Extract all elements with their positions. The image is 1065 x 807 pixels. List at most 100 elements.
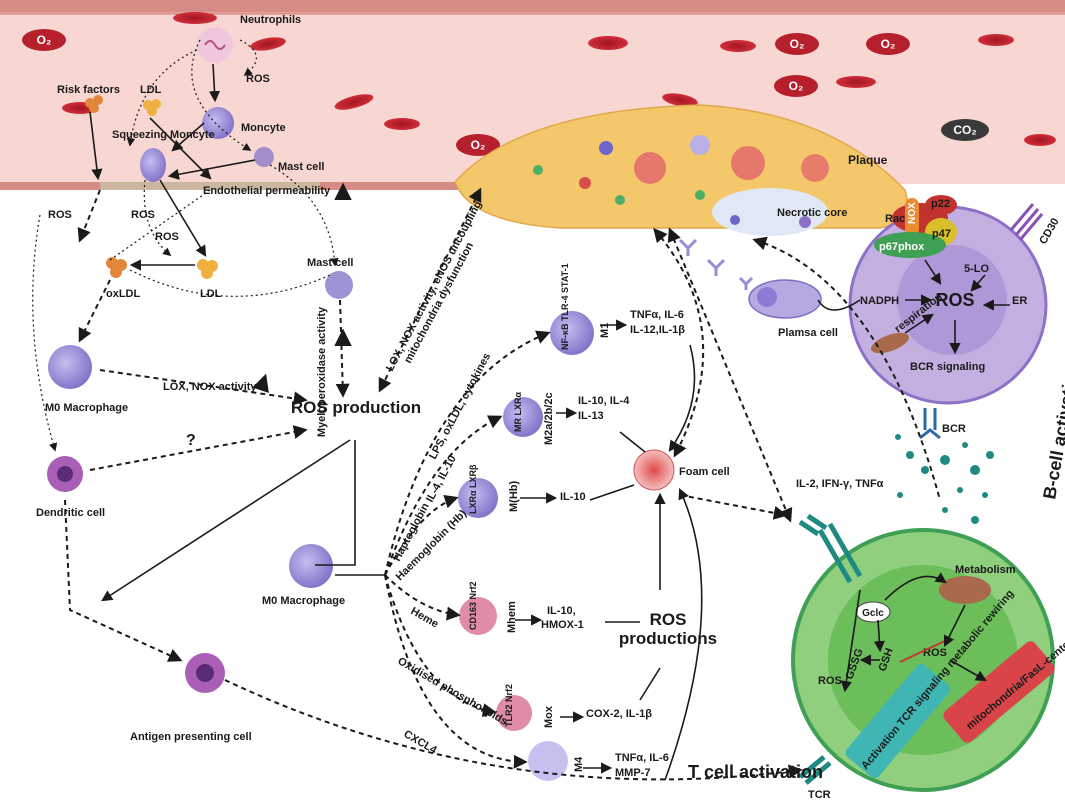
o2-label: O₂ <box>37 33 52 47</box>
antigen-presenting-cell-label: Antigen presenting cell <box>130 731 252 743</box>
o2-badge-2: O₂ <box>775 33 819 55</box>
tcr-receptor-top <box>798 513 863 584</box>
mito-dysfunction-label: mitochondria dysfunction <box>402 240 476 365</box>
ldl-particle: LDL <box>140 84 162 116</box>
ros-productions-line2: productions <box>619 629 717 648</box>
myeloperoxidase-label: Myeloperoxidase activity <box>316 306 328 437</box>
moncyte-cell: Moncyte <box>202 107 286 139</box>
mhb-phenotype: LXRα LXRβ M(Hb) IL-10 <box>458 464 586 518</box>
mhem-output-1: IL-10, <box>547 605 576 617</box>
question-mark: ? <box>186 432 196 449</box>
oxldl-particle: oxLDL <box>106 257 141 300</box>
top-endothelium <box>0 0 1065 12</box>
neutrophil-cell: Neutrophils <box>197 14 301 63</box>
o2-label: O₂ <box>881 37 896 51</box>
dendritic-cell-label: Dendritic cell <box>36 507 105 519</box>
co2-badge: CO₂ <box>941 119 989 141</box>
m2-output-1: IL-10, IL-4 <box>578 395 630 407</box>
o2-badge-4: O₂ <box>774 75 818 97</box>
mhem-markers: CD163 Nrf2 <box>468 581 478 630</box>
dendritic-cell: Dendritic cell <box>36 456 105 519</box>
mhem-label: Mhem <box>506 601 518 633</box>
up-arrow-icon <box>252 373 269 394</box>
nox-complex: NOX p22 Rac p47 p67phox <box>874 195 957 258</box>
ros-label-mid2: ROS <box>155 231 179 243</box>
o2-badge-1: O₂ <box>22 29 66 51</box>
mox-label: Mox <box>543 705 555 728</box>
moncyte-label: Moncyte <box>241 122 286 134</box>
mhb-output: IL-10 <box>560 491 586 503</box>
mox-markers: TLR2 Nrf2 <box>504 684 514 727</box>
stim-heme-label: Heme <box>409 605 441 630</box>
five-lo-label: 5-LO <box>964 263 990 275</box>
m0-macrophage-center: M0 Macrophage <box>262 544 345 607</box>
gclc-node: Gclc <box>855 601 891 623</box>
m0-macrophage-left: M0 Macrophage <box>45 345 128 414</box>
m1-output-2: IL-12,IL-1β <box>630 324 685 336</box>
plaque: Plaque Necrotic core <box>454 104 908 236</box>
neutrophils-label: Neutrophils <box>240 14 301 26</box>
m1-label: M1 <box>599 323 611 338</box>
m0-macrophage-left-label: M0 Macrophage <box>45 402 128 414</box>
mhem-output-2: HMOX-1 <box>541 619 584 631</box>
foam-cell: Foam cell <box>633 449 730 491</box>
stim-oxpl-label: Oxidised phospholipids <box>396 655 510 728</box>
nox-subunit-label: NOX <box>907 202 918 224</box>
m4-phenotype: M4 TNFα, IL-6 MMP-7 <box>528 741 669 781</box>
ldl-label-2: LDL <box>200 288 222 300</box>
m1-output-1: TNFα, IL-6 <box>630 309 684 321</box>
bcr-signaling-label: BCR signaling <box>910 361 985 373</box>
tcell-ros-label-a: ROS <box>923 647 947 659</box>
squeezing-moncyte: Squeezing Moncyte <box>112 129 215 182</box>
ldl-particle-2: LDL <box>197 259 222 300</box>
o2-label: O₂ <box>789 79 804 93</box>
m4-output-1: TNFα, IL-6 <box>615 752 669 764</box>
o2-label: O₂ <box>790 37 805 51</box>
co2-label: CO₂ <box>953 123 976 137</box>
risk-factors-label: Risk factors <box>57 84 120 96</box>
squeezing-moncyte-label: Squeezing Moncyte <box>112 129 215 141</box>
mitochondrion-t: Metabolism <box>939 564 1016 604</box>
cd30-label: CD30 <box>1037 216 1061 246</box>
bottom-endothelium <box>0 182 460 190</box>
bcell-ros-label: ROS <box>935 290 974 310</box>
metabolism-label: Metabolism <box>955 564 1016 576</box>
m2-output-2: IL-13 <box>578 410 604 422</box>
antigen-presenting-cell: Antigen presenting cell <box>130 653 252 743</box>
stim-il4-label: IL-4, IL-10 <box>424 453 459 504</box>
ros-inhibition-line <box>899 639 948 663</box>
endothelial-permeability-label: Endothelial permeability <box>203 185 331 197</box>
er-label: ER <box>1012 295 1027 307</box>
foam-cell-label: Foam cell <box>679 466 730 478</box>
ros-production-label: ROS production <box>291 398 421 417</box>
plasma-cell-label: Plamsa cell <box>778 327 838 339</box>
mast-cell-intima-label: Mast cell <box>307 257 353 269</box>
o2-badge-3: O₂ <box>866 33 910 55</box>
bcr-label: BCR <box>942 423 966 435</box>
plaque-label: Plaque <box>848 153 888 167</box>
ros-label-left: ROS <box>48 209 72 221</box>
mhem-phenotype: CD163 Nrf2 Mhem IL-10, HMOX-1 <box>459 581 584 635</box>
m4-label: M4 <box>573 756 585 772</box>
p47-label: p47 <box>932 228 951 240</box>
gclc-label: Gclc <box>862 608 884 619</box>
tcell-ros-label-b: ROS <box>818 675 842 687</box>
mast-cell-intima: Mast cell <box>307 257 353 299</box>
p22-label: p22 <box>931 198 950 210</box>
mox-phenotype: TLR2 Nrf2 Mox COX-2, IL-1β <box>496 684 652 731</box>
risk-factors: Risk factors <box>57 84 120 113</box>
m2-phenotype: MR LXRα M2a/2b/2c IL-10, IL-4 IL-13 <box>503 392 630 445</box>
b-cell-activation-title: B-cell activation <box>1039 361 1065 500</box>
oxldl-label: oxLDL <box>106 288 141 300</box>
tcr-receptor-bottom: TCR <box>798 755 832 801</box>
p67phox-label: p67phox <box>879 241 925 253</box>
connectors <box>32 39 1010 781</box>
stim-cxcl4-label: CXCL4 <box>402 728 440 757</box>
ros-label-mid: ROS <box>131 209 155 221</box>
mox-output: COX-2, IL-1β <box>586 708 652 720</box>
m1-markers: NF-κB TLR-4 STAT-1 <box>560 263 570 350</box>
rac-label: Rac <box>885 213 905 225</box>
mast-cell-label: Mast cell <box>278 161 324 173</box>
mhb-label: M(Hb) <box>508 481 520 512</box>
m4-output-2: MMP-7 <box>615 767 650 779</box>
